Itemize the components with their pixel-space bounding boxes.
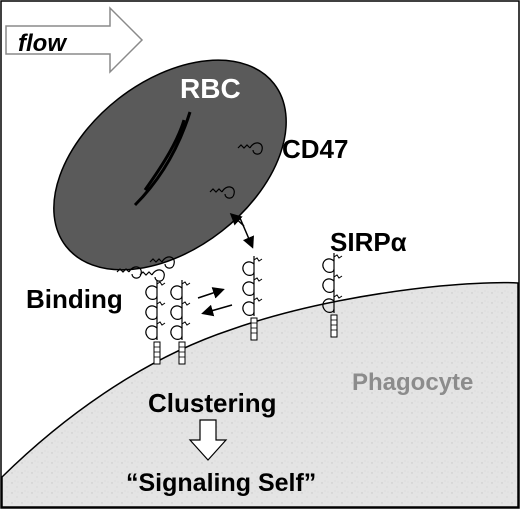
red-blood-cell xyxy=(53,59,287,271)
phagocyte-label: Phagocyte xyxy=(352,369,473,396)
binding-label: Binding xyxy=(26,284,123,314)
sirpa-label: SIRPα xyxy=(330,227,407,257)
down-arrow-icon xyxy=(188,419,228,461)
signaling-self-label: “Signaling Self” xyxy=(126,469,316,497)
flow-arrow-icon xyxy=(5,6,144,74)
clustering-label: Clustering xyxy=(148,388,277,418)
phagocyte-cell xyxy=(1,281,519,508)
left-arrow xyxy=(201,304,233,317)
rbc-label: RBC xyxy=(180,73,241,104)
down-arrow xyxy=(239,217,254,249)
right-arrow xyxy=(197,287,225,299)
cd47-label: CD47 xyxy=(282,134,348,164)
flow-label: flow xyxy=(18,30,67,57)
rbc-central-fold xyxy=(133,111,192,207)
